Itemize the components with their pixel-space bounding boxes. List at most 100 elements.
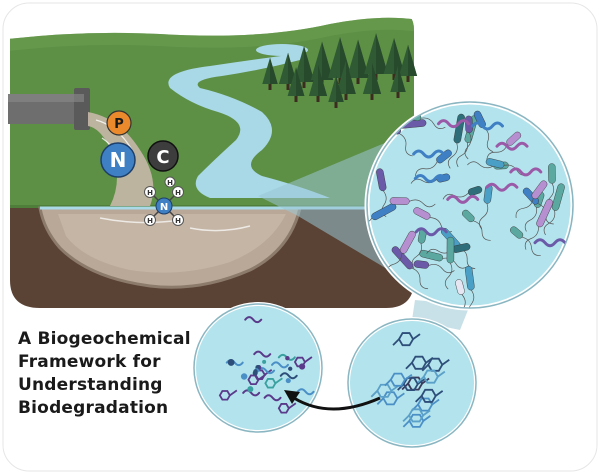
pine-tree — [336, 60, 356, 100]
molecule — [264, 377, 283, 389]
title-line: Framework for — [18, 352, 161, 372]
fragment-dot — [247, 386, 254, 393]
svg-text:H: H — [175, 189, 181, 197]
pine-tree — [390, 65, 406, 98]
fragment-dot — [227, 359, 235, 366]
ammonium-center-label: N — [160, 202, 168, 213]
molecule — [402, 413, 431, 428]
bacterium — [462, 209, 491, 241]
fragment-dot — [285, 356, 290, 361]
fragment-dot — [252, 370, 258, 376]
diagram-title: A Biogeochemical Framework for Understan… — [18, 328, 203, 420]
pine-tree — [287, 67, 305, 102]
pine-tree — [362, 62, 382, 100]
fragment-dot — [285, 378, 291, 384]
pond — [256, 44, 308, 56]
molecule — [417, 369, 446, 384]
bacterium — [464, 265, 475, 308]
bacterium — [546, 163, 556, 210]
svg-text:H: H — [175, 217, 181, 225]
transformation-arrow — [284, 390, 381, 411]
river — [168, 46, 330, 198]
bacterium — [442, 186, 483, 200]
molecule — [296, 388, 315, 396]
molecule — [415, 388, 444, 403]
molecule — [421, 357, 450, 372]
nitrogen-label: N — [110, 148, 127, 172]
molecule — [277, 402, 297, 414]
spirillum — [414, 227, 448, 237]
hydrogen-atom: H — [144, 214, 156, 226]
molecule — [218, 389, 238, 401]
title-line: Biodegradation — [18, 398, 169, 418]
pine-tree — [398, 44, 418, 82]
bacterium — [515, 180, 548, 219]
carbon-atom: C — [147, 140, 179, 172]
bacterium — [485, 158, 529, 176]
spirillum — [470, 121, 504, 131]
title-line: A Biogeochemical — [18, 329, 191, 349]
bacterium — [479, 184, 493, 230]
pine-tree — [293, 46, 315, 88]
molecule — [376, 391, 405, 406]
molecule — [405, 355, 434, 370]
bacterium — [524, 199, 554, 250]
svg-text:H: H — [147, 217, 153, 225]
pine-tree — [278, 52, 298, 90]
molecule — [279, 372, 298, 380]
spirillum — [509, 167, 543, 177]
hydrogen-atom: H — [172, 214, 184, 226]
title-line: Understanding — [18, 375, 163, 395]
molecule — [244, 316, 263, 324]
bacterium — [389, 197, 436, 208]
pine-tree — [383, 38, 405, 80]
hydrogen-atom: H — [144, 186, 156, 198]
molecule — [242, 389, 261, 397]
svg-text:H: H — [167, 179, 173, 187]
fragment-dot — [288, 366, 293, 371]
carbon-label: C — [156, 147, 169, 168]
hydrogen-atom: H — [164, 176, 176, 188]
molecule — [271, 361, 290, 369]
bacterium — [415, 149, 452, 177]
bacterium — [413, 260, 455, 274]
zoom-cone-upper — [258, 140, 392, 272]
molecule — [253, 350, 272, 358]
spirillum — [413, 174, 447, 183]
spirillum — [446, 194, 480, 204]
pine-tree — [346, 39, 370, 84]
pine-tree — [308, 64, 328, 102]
spirillum — [495, 141, 529, 151]
bacterium — [543, 183, 565, 236]
bacterium — [444, 236, 455, 290]
tree-cluster — [262, 33, 418, 108]
bacterium — [486, 131, 522, 161]
spirillum — [485, 182, 519, 192]
molecule — [263, 394, 282, 402]
pine-tree — [262, 57, 278, 90]
pine-tree — [328, 75, 344, 108]
discharge-pipe — [8, 88, 90, 130]
nitrogen-atom: N — [100, 142, 136, 178]
molecule — [370, 383, 399, 398]
molecule — [402, 408, 431, 423]
hydrogen-atom: H — [172, 186, 184, 198]
molecule — [392, 332, 421, 347]
spirillum — [412, 149, 446, 159]
svg-text:H: H — [147, 189, 153, 197]
bacterium — [455, 279, 467, 308]
ammonium-molecule: N H H H H H — [144, 176, 184, 226]
spirillum — [533, 238, 567, 248]
molecule-lens-degraded — [192, 302, 324, 434]
phosphorus-atom: P — [106, 110, 132, 136]
microbe-lens — [364, 99, 576, 311]
bacterium — [510, 226, 541, 256]
fragment-dot — [240, 373, 248, 380]
molecule — [384, 372, 413, 387]
fragment-dot — [262, 359, 267, 364]
spirillum — [437, 119, 471, 129]
phosphorus-label: P — [114, 117, 124, 132]
molecule-lens-intact — [346, 317, 478, 449]
fragment-dot — [298, 363, 306, 370]
